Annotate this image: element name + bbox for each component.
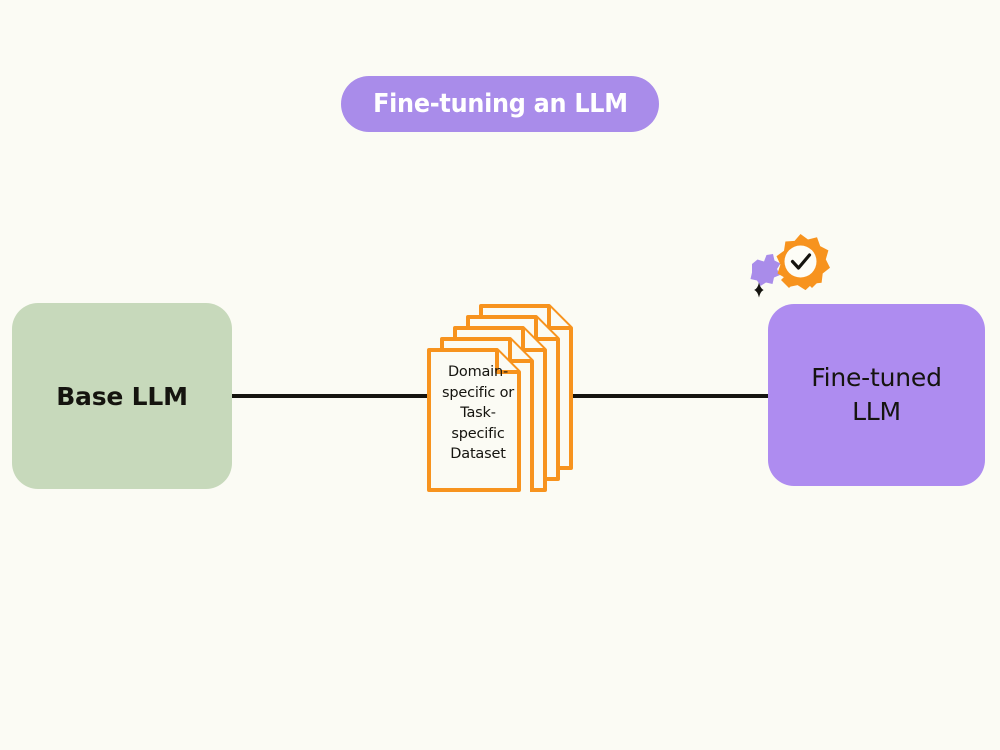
connector-dataset-to-fine-tuned	[566, 394, 772, 398]
node-fine-tuned-llm-label: Fine-tuned LLM	[811, 363, 942, 426]
six-point-star-icon	[750, 254, 781, 286]
starburst-check-badge-icon	[776, 234, 830, 291]
node-base-llm: Base LLM	[12, 303, 232, 489]
node-fine-tuned-llm: Fine-tuned LLM	[768, 304, 985, 486]
four-point-sparkle-icon	[754, 282, 764, 298]
diagram-title-text: Fine-tuning an LLM	[372, 89, 628, 119]
node-base-llm-label: Base LLM	[56, 381, 188, 411]
node-dataset-label: Domain- specific or Task- specific Datas…	[441, 364, 515, 463]
node-dataset-document-stack	[424, 300, 584, 492]
diagram-title-pill: Fine-tuning an LLM	[341, 76, 659, 132]
connector-base-to-dataset	[232, 394, 434, 398]
decoration-badge-cluster	[736, 230, 842, 320]
